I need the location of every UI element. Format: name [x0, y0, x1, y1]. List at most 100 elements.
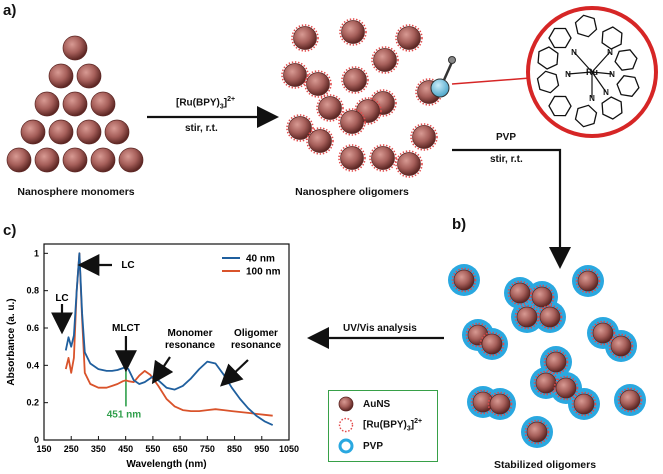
- ru-complex-shell: [451, 267, 477, 293]
- coordination-bond: [567, 71, 593, 75]
- nanosphere-oligomer: [341, 20, 365, 44]
- x-tick-label: 950: [254, 444, 269, 454]
- nanosphere-monomer: [6, 147, 32, 173]
- caption-stabilized: Stabilized oligomers: [493, 459, 597, 471]
- x-tick-label: 1050: [279, 444, 299, 454]
- legend-label-ru: [Ru(BPY)3]2+: [363, 417, 423, 433]
- chart-annotation: Monomer: [168, 328, 213, 339]
- nanosphere-monomer: [90, 147, 116, 173]
- ru-complex-shell: [571, 391, 597, 417]
- dotted-ring-icon: [337, 416, 355, 434]
- x-tick-label: 450: [118, 444, 133, 454]
- nanosphere-monomer: [118, 147, 144, 173]
- nanosphere-oligomer: [340, 146, 364, 170]
- nanosphere-oligomer: [340, 110, 364, 134]
- nanosphere-monomer: [90, 91, 116, 117]
- step-1-condition: stir, r.t.: [185, 123, 218, 134]
- nanosphere-oligomer: [306, 72, 330, 96]
- nanosphere-monomer: [62, 35, 88, 61]
- nitrogen-label: N: [571, 48, 577, 57]
- y-tick-label: 0: [34, 435, 39, 445]
- x-tick-label: 550: [145, 444, 160, 454]
- ru-complex-shell: [537, 304, 563, 330]
- stabilized-nanosphere: [453, 269, 475, 291]
- stabilized-nanosphere: [577, 270, 599, 292]
- ru-complex-shell: [529, 284, 555, 310]
- nanosphere-oligomer: [288, 116, 312, 140]
- nanosphere-monomer: [48, 63, 74, 89]
- ru-complex-shell: [369, 89, 397, 117]
- nanosphere-monomer: [76, 63, 102, 89]
- pyridine-ring: [548, 27, 572, 49]
- ru-complex-shell: [281, 61, 309, 89]
- nanosphere-oligomer: [397, 26, 421, 50]
- step-2-condition: stir, r.t.: [490, 154, 523, 165]
- stabilized-nanosphere: [545, 351, 567, 373]
- pyridine-ring: [537, 46, 559, 70]
- pyridine-ring: [574, 14, 598, 38]
- ru-complex-shell: [371, 46, 399, 74]
- ru-complex-shell: [304, 70, 332, 98]
- nanosphere-oligomer: [371, 146, 395, 170]
- nanosphere-monomer: [20, 119, 46, 145]
- y-tick-label: 1: [34, 248, 39, 258]
- nanosphere-oligomer: [283, 63, 307, 87]
- legend-label-pvp: PVP: [363, 440, 384, 452]
- nanosphere-monomer: [34, 91, 60, 117]
- stabilized-nanosphere: [489, 393, 511, 415]
- nanosphere-monomer: [62, 147, 88, 173]
- step-2-reagent: PVP: [496, 132, 517, 143]
- ru-complex-shell: [339, 18, 367, 46]
- coordination-bond: [591, 71, 613, 75]
- stabilized-oligomer-cluster: [448, 264, 646, 448]
- stabilized-nanosphere: [481, 333, 503, 355]
- ru-complex-shell: [395, 150, 423, 178]
- stabilized-nanosphere: [619, 389, 641, 411]
- ru-complex-shell: [354, 97, 382, 125]
- x-tick-label: 150: [36, 444, 51, 454]
- nanosphere-oligomer: [308, 129, 332, 153]
- annotation-arrow: [151, 356, 174, 385]
- x-tick-label: 750: [200, 444, 215, 454]
- ru-complex-shell: [395, 24, 423, 52]
- ru-complex-shell: [338, 144, 366, 172]
- pyridine-ring: [601, 26, 623, 50]
- chart-legend-label: 100 nm: [246, 267, 281, 278]
- plot-frame: [43, 243, 290, 441]
- zoom-connector: [451, 77, 531, 85]
- x-tick-label: 250: [64, 444, 79, 454]
- pyridine-ring: [614, 49, 638, 71]
- stabilized-nanosphere: [535, 372, 557, 394]
- nanosphere-oligomer: [373, 48, 397, 72]
- pyridine-ring: [601, 96, 623, 120]
- chart-annotation: MLCT: [112, 323, 140, 334]
- step-1-reagent-sup: 2+: [227, 96, 236, 103]
- y-tick-label: 0.8: [26, 286, 39, 296]
- ru-complex-shell: [590, 320, 616, 346]
- pyridine-ring: [574, 104, 598, 128]
- caption-monomers: Nanosphere monomers: [17, 186, 135, 198]
- chart-annotation: resonance: [165, 340, 215, 351]
- x-tick-label: 650: [173, 444, 188, 454]
- ru-complex-shell: [543, 349, 569, 375]
- stabilized-nanosphere: [610, 335, 632, 357]
- oligomer-cluster: [281, 18, 443, 178]
- step-1-reagent-main: [Ru(BPY): [176, 97, 220, 109]
- panel-label-c: c): [3, 222, 17, 239]
- ru-complex-shell: [553, 375, 579, 401]
- annotation-arrow: [220, 359, 249, 387]
- stabilized-nanosphere: [516, 306, 538, 328]
- pyridine-ring: [548, 95, 572, 117]
- chart-annotation: LC: [55, 293, 68, 304]
- nanosphere-monomer: [62, 91, 88, 117]
- panel-label-a: a): [3, 2, 17, 19]
- stabilized-nanosphere: [531, 286, 553, 308]
- ru-complex-shell: [341, 66, 369, 94]
- nitrogen-label: N: [589, 94, 595, 103]
- x-tick-label: 850: [227, 444, 242, 454]
- y-tick-label: 0.4: [26, 360, 39, 370]
- legend: AuNS [Ru(BPY)3]2+ PVP: [328, 390, 438, 462]
- ru-complex-shell: [306, 127, 334, 155]
